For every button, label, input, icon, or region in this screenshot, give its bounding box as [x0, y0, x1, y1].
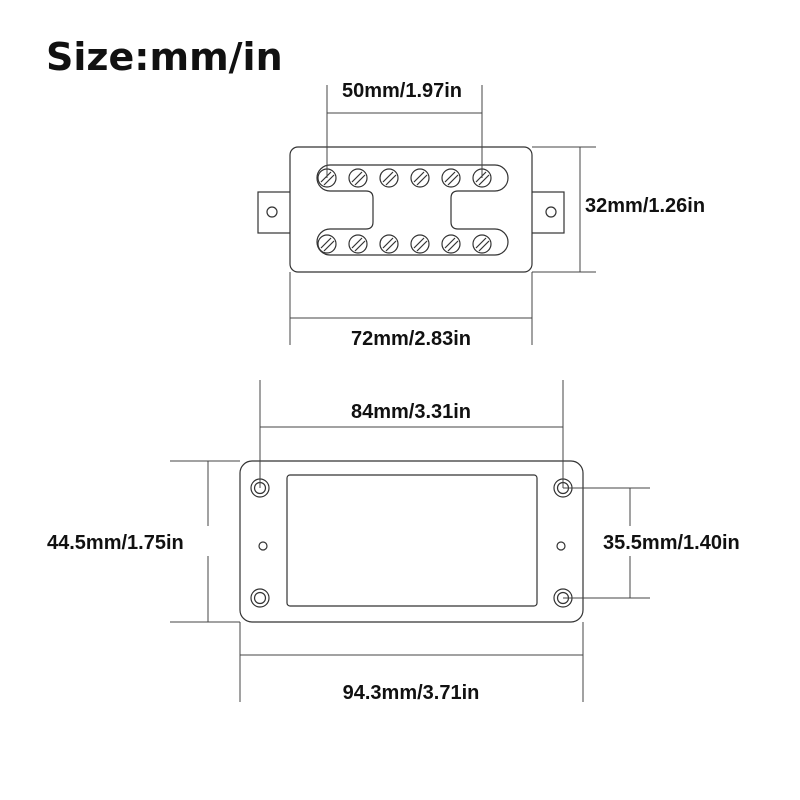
hole-vertical-spacing-dimension: 35.5mm/1.40in	[563, 487, 740, 599]
pole-screw-icon	[379, 234, 399, 254]
humbucker-pickup	[257, 146, 565, 273]
pole-screw-icon	[441, 234, 461, 254]
pickup-width-label: 72mm/2.83in	[351, 328, 471, 350]
left-mounting-ear	[257, 191, 293, 234]
ring-outline	[239, 460, 584, 623]
right-ear-hole	[545, 206, 557, 218]
pole-screw-icon	[410, 234, 430, 254]
pole-screw-icon	[317, 234, 337, 254]
pickup-height-dimension: 32mm/1.26in	[532, 146, 705, 273]
pole-screw-icon	[348, 168, 368, 188]
pole-screw-icon	[379, 168, 399, 188]
ring-width-dimension: 94.3mm/3.71in	[239, 622, 584, 704]
pole-screw-icon	[441, 168, 461, 188]
hole-spacing-label: 84mm/3.31in	[351, 401, 471, 423]
screw-spacing-label: 50mm/1.97in	[342, 80, 462, 102]
diagram-title: Size:mm/in	[46, 35, 283, 79]
ring-height-dimension: 44.5mm/1.75in	[47, 460, 240, 623]
pickup-body	[289, 146, 533, 273]
ring-screw-hole	[250, 588, 270, 608]
screw-spacing-dimension: 50mm/1.97in	[326, 80, 483, 178]
ring-height-label: 44.5mm/1.75in	[47, 532, 184, 554]
pole-screw-icon	[348, 234, 368, 254]
pole-piece-screws	[317, 168, 492, 254]
hole-spacing-dimension: 84mm/3.31in	[259, 380, 564, 488]
left-ear-hole	[266, 206, 278, 218]
pickup-height-label: 32mm/1.26in	[585, 195, 705, 217]
hole-vertical-spacing-label: 35.5mm/1.40in	[603, 532, 740, 554]
right-mounting-ear	[529, 191, 565, 234]
ring-opening	[286, 474, 538, 607]
pole-screw-icon	[410, 168, 430, 188]
ring-width-label: 94.3mm/3.71in	[343, 682, 480, 704]
mounting-ring	[239, 460, 584, 623]
pole-screw-icon	[472, 234, 492, 254]
pickup-width-dimension: 72mm/2.83in	[289, 272, 533, 350]
ring-small-hole	[556, 541, 566, 551]
bobbin-outline	[316, 164, 509, 256]
ring-small-hole	[258, 541, 268, 551]
